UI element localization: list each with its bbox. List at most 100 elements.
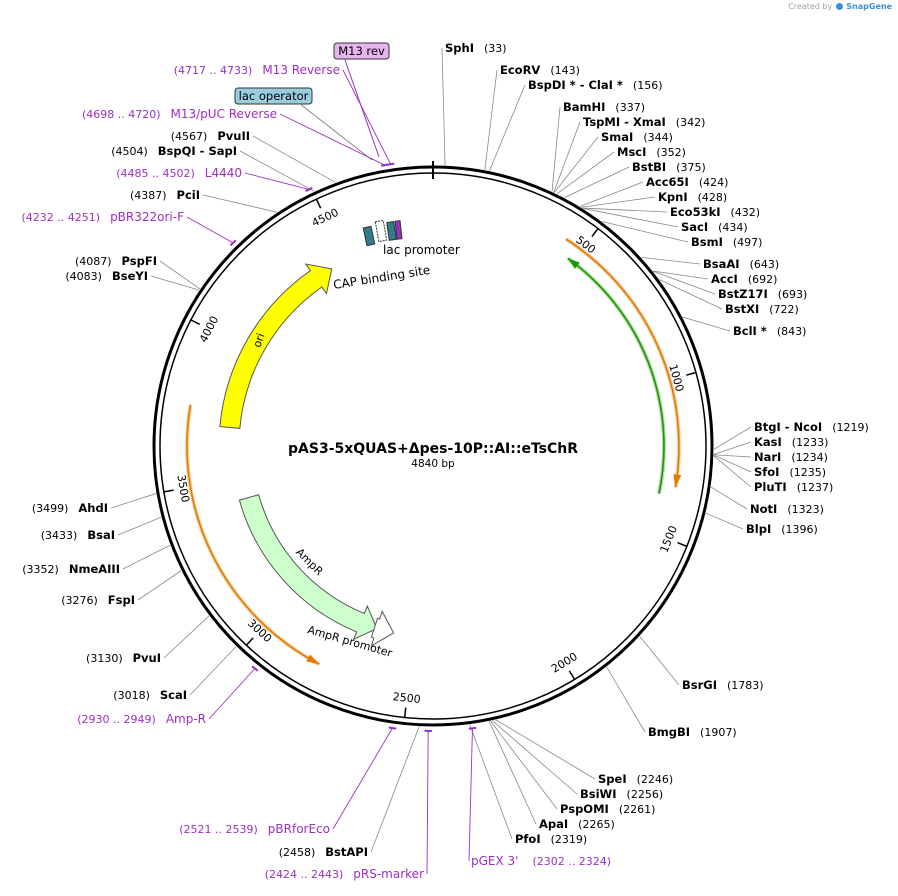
orange-track-right-head (673, 474, 682, 488)
site-name-40[interactable]: PspFI (122, 254, 157, 268)
site-name-17[interactable]: BclI * (733, 324, 767, 338)
site-name-15[interactable]: BstZ17I (718, 287, 768, 301)
site-name-3[interactable]: BamHI (563, 100, 605, 114)
lac-promoter-label: lac promoter (383, 243, 460, 257)
primer-leader (468, 728, 473, 862)
site-name-24[interactable]: BlpI (746, 522, 771, 536)
site-leader (641, 256, 701, 265)
credit-brand[interactable]: SnapGene (846, 2, 892, 11)
ruler-tick (403, 707, 407, 718)
site-name-14[interactable]: AccI (711, 272, 738, 286)
site-leader (490, 720, 558, 810)
primer-mark-7 (468, 726, 477, 730)
site-leader (163, 615, 210, 659)
site-leader (705, 512, 744, 530)
site-name-0[interactable]: SphI (445, 41, 474, 55)
site-name-11[interactable]: SacI (681, 220, 708, 234)
primer-name-4[interactable]: Amp-R (166, 712, 206, 726)
site-pos-32: (2458) (279, 846, 316, 859)
m13-block (394, 220, 403, 240)
primer-name-3[interactable]: pBR322ori-F (110, 210, 184, 224)
site-name-32[interactable]: BstAPI (325, 845, 368, 859)
site-name-36[interactable]: NmeAIII (69, 562, 120, 576)
site-pos-18: (1219) (832, 421, 869, 434)
primer-range-5: (2521 .. 2539) (179, 823, 258, 836)
primer-name-5[interactable]: pBRforEco (268, 822, 330, 836)
site-name-5[interactable]: SmaI (601, 130, 633, 144)
site-pos-40: (4087) (75, 255, 112, 268)
site-name-4[interactable]: TspMI - XmaI (583, 115, 666, 129)
primer-name-7[interactable]: pGEX 3' (471, 854, 518, 868)
site-name-39[interactable]: BseYI (112, 269, 148, 283)
site-name-20[interactable]: NarI (754, 450, 781, 464)
site-name-21[interactable]: SfoI (754, 465, 779, 479)
site-leader (489, 84, 526, 171)
site-name-12[interactable]: BsmI (691, 235, 723, 249)
site-name-43[interactable]: PvuII (217, 129, 250, 143)
site-leader (110, 493, 157, 509)
primer-range-3: (4232 .. 4251) (22, 211, 101, 224)
ori-label: ori (250, 331, 267, 349)
primer-name-2[interactable]: L4440 (205, 166, 242, 180)
primer-mark-4 (251, 665, 259, 672)
site-leader (564, 166, 630, 199)
credit-prefix: Created by (788, 2, 833, 11)
primer-range-7: (2302 .. 2324) (532, 855, 611, 868)
site-name-16[interactable]: BstXI (725, 302, 759, 316)
site-name-9[interactable]: KpnI (658, 190, 688, 204)
site-leader (441, 47, 446, 166)
site-pos-3: (337) (615, 101, 645, 114)
site-leader (137, 570, 182, 601)
primer-name-6[interactable]: pRS-marker (353, 867, 424, 881)
site-pos-25: (1783) (727, 679, 764, 692)
site-name-28[interactable]: BsiWI (580, 787, 617, 801)
site-name-33[interactable]: ScaI (160, 688, 187, 702)
site-pos-7: (375) (676, 161, 706, 174)
primer-name-1[interactable]: M13/pUC Reverse (171, 107, 278, 121)
site-name-18[interactable]: BtgI - NcoI (754, 420, 822, 434)
site-pos-4: (342) (676, 116, 706, 129)
site-name-8[interactable]: Acc65I (646, 175, 689, 189)
primer-leader (426, 730, 429, 875)
site-name-27[interactable]: SpeI (598, 772, 627, 786)
site-name-42[interactable]: BspQI - SapI (158, 144, 237, 158)
cap-site-block (362, 225, 376, 247)
site-leader (122, 544, 171, 570)
lac-promoter-block (374, 219, 388, 243)
site-name-34[interactable]: PvuI (133, 651, 161, 665)
site-name-10[interactable]: Eco53kI (670, 205, 721, 219)
site-leader (582, 207, 668, 213)
site-name-22[interactable]: PluTI (754, 480, 787, 494)
site-leader (189, 646, 237, 696)
site-leader (252, 135, 336, 183)
site-name-26[interactable]: BmgBI (648, 725, 690, 739)
ruler-tick (677, 541, 688, 548)
site-pos-26: (1907) (700, 726, 737, 739)
site-name-30[interactable]: ApaI (539, 817, 568, 831)
site-name-19[interactable]: KasI (754, 435, 782, 449)
site-name-35[interactable]: FspI (108, 593, 135, 607)
site-name-13[interactable]: BsaAI (703, 257, 740, 271)
site-name-2[interactable]: BspDI * - ClaI * (528, 78, 623, 92)
ampr-promoter-feature (370, 610, 395, 647)
ruler-tick (190, 319, 201, 326)
site-name-1[interactable]: EcoRV (500, 63, 540, 77)
site-name-41[interactable]: PciI (177, 188, 200, 202)
site-name-31[interactable]: PfoI (515, 832, 541, 846)
site-name-38[interactable]: AhdI (78, 501, 108, 515)
site-name-25[interactable]: BsrGI (682, 678, 717, 692)
site-name-29[interactable]: PspOMI (560, 802, 609, 816)
site-name-7[interactable]: BstBI (632, 160, 666, 174)
site-name-37[interactable]: BsaI (87, 528, 115, 542)
m13-rev-label-box (333, 42, 390, 60)
site-name-6[interactable]: MscI (617, 145, 646, 159)
primer-name-0[interactable]: M13 Reverse (262, 63, 340, 77)
site-pos-10: (432) (731, 206, 761, 219)
plasmid-name: pAS3-5xQUAS+Δpes-10P::AI::eTsChR (288, 441, 578, 457)
site-leader (582, 208, 679, 228)
site-pos-15: (693) (778, 288, 808, 301)
site-name-23[interactable]: NotI (750, 502, 777, 516)
site-leader (710, 486, 748, 510)
site-leader (553, 121, 581, 193)
site-pos-27: (2246) (637, 773, 674, 786)
